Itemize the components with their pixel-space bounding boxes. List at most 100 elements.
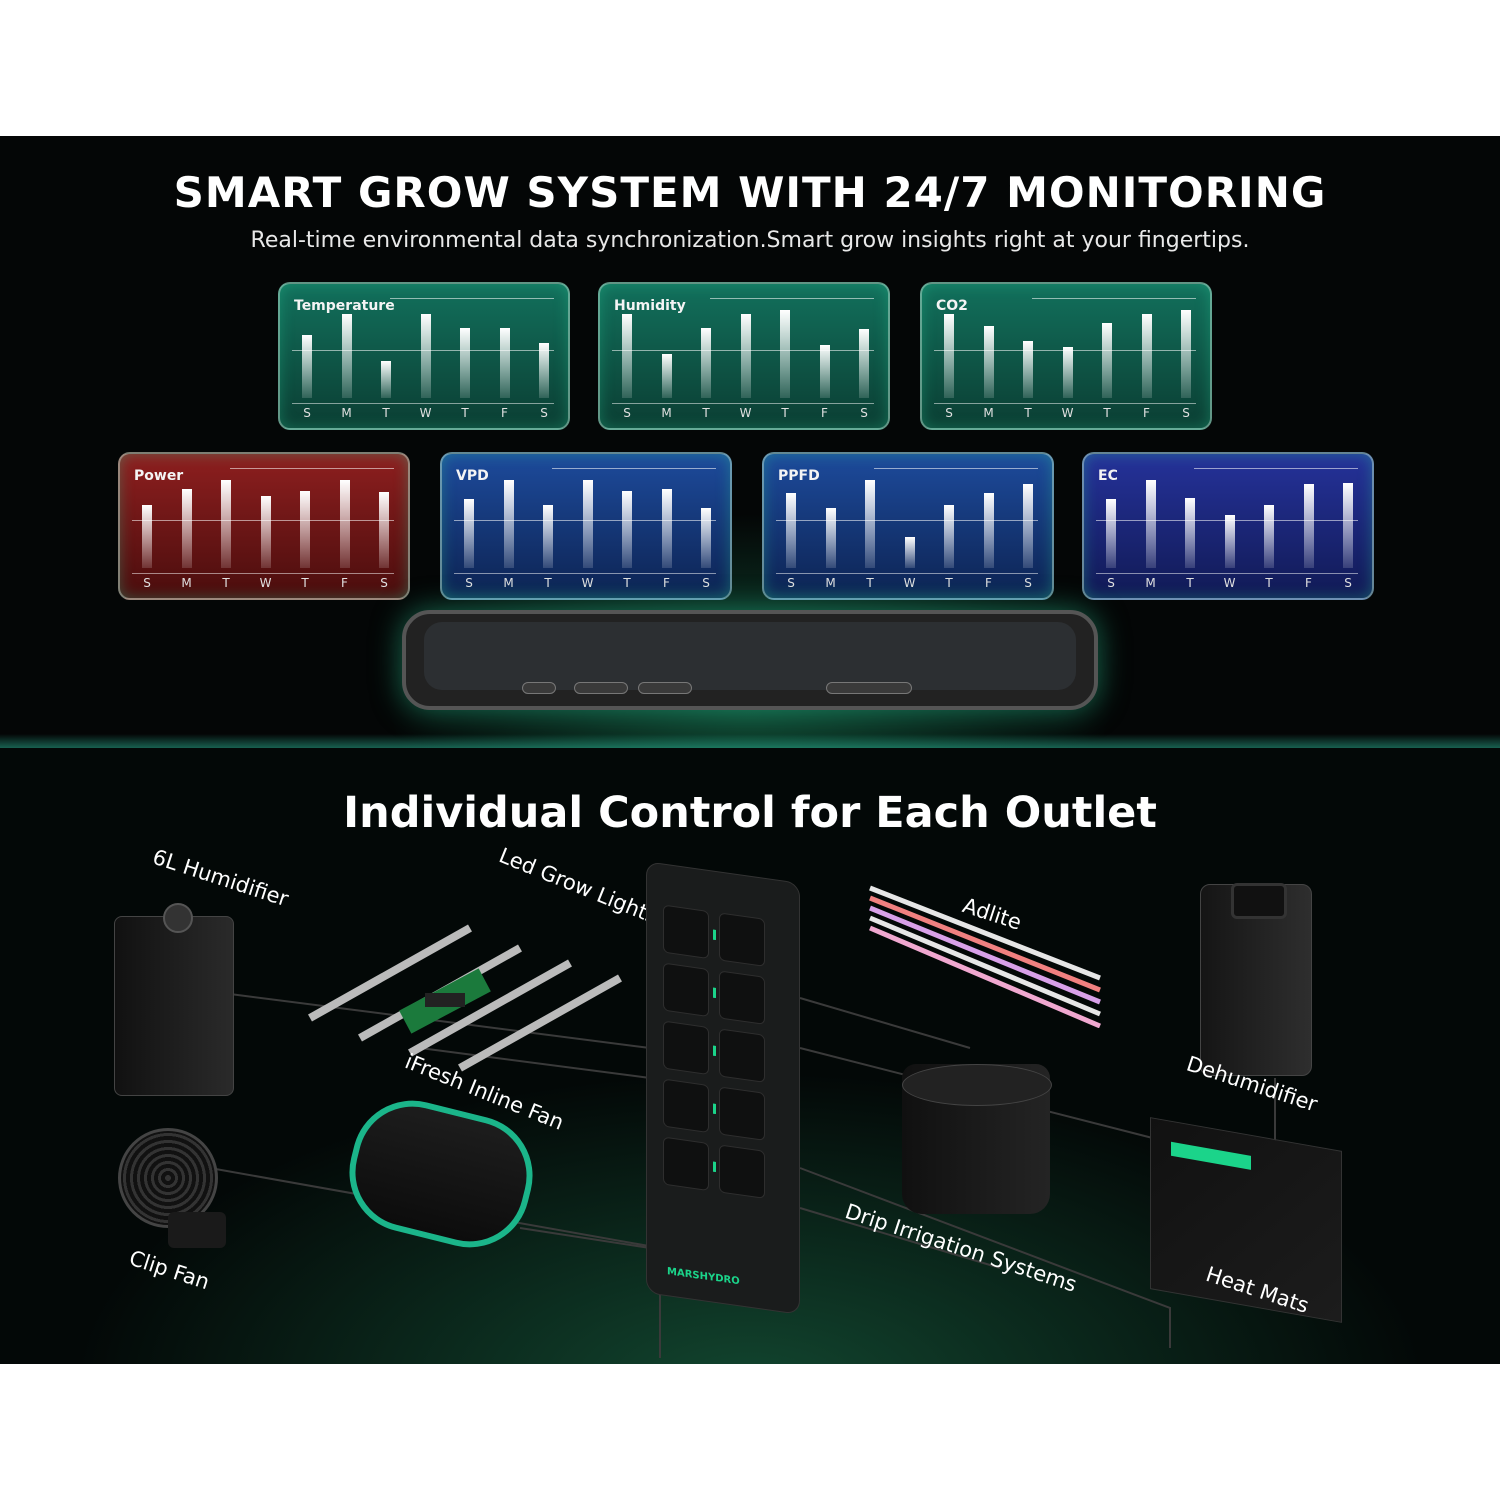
bar xyxy=(379,492,389,568)
outlet-led xyxy=(713,1103,716,1115)
tick-label: S xyxy=(1107,576,1115,590)
tick-label: M xyxy=(825,576,836,590)
outlet-led xyxy=(713,987,716,999)
app-screen xyxy=(424,622,1076,690)
gridline xyxy=(292,403,554,404)
tick-label: S xyxy=(303,406,311,420)
bar xyxy=(983,326,994,398)
tick-label: S xyxy=(623,406,631,420)
tick-label: S xyxy=(1344,576,1352,590)
adlite-device xyxy=(869,885,1101,1028)
tick-label: M xyxy=(181,576,192,590)
tick-label: M xyxy=(341,406,352,420)
tick-label: S xyxy=(1182,406,1190,420)
outlet-socket xyxy=(663,904,709,960)
gridline xyxy=(776,520,1038,521)
tick-label: W xyxy=(581,576,594,590)
bar xyxy=(341,314,352,398)
monitoring-subtitle: Real-time environmental data synchroniza… xyxy=(250,228,1250,253)
bar xyxy=(302,335,312,398)
heat-mat-logo xyxy=(1171,1141,1251,1170)
bar xyxy=(1062,347,1073,398)
bar xyxy=(825,508,836,568)
bar xyxy=(740,314,751,398)
chart-title: Power xyxy=(134,468,184,484)
phone-button xyxy=(522,682,556,694)
chart-title: Temperature xyxy=(294,298,395,314)
drip-irrigation-device xyxy=(902,1064,1052,1214)
bar xyxy=(142,505,152,568)
outlet-socket xyxy=(663,1020,709,1076)
tick-label: F xyxy=(1143,406,1150,420)
tick-label: T xyxy=(222,576,230,590)
tick-label: M xyxy=(661,406,672,420)
dehumidifier-device xyxy=(1200,883,1312,1076)
bar xyxy=(582,480,593,568)
tick-label: T xyxy=(866,576,874,590)
chart-title: PPFD xyxy=(778,468,820,484)
grow-light-device xyxy=(308,924,622,1072)
tick-label: T xyxy=(1186,576,1194,590)
phone-button xyxy=(826,682,912,694)
dehumidifier-handle xyxy=(1231,883,1287,919)
brand-logo: MARSHYDRO xyxy=(667,1266,740,1288)
bar xyxy=(1102,323,1112,398)
chart-title: Humidity xyxy=(614,298,686,314)
tick-label: S xyxy=(540,406,548,420)
tick-label: M xyxy=(983,406,994,420)
outlet-socket xyxy=(663,962,709,1018)
bar xyxy=(503,480,514,568)
bar xyxy=(701,508,711,568)
bar xyxy=(1181,310,1191,398)
bar xyxy=(464,499,474,568)
chart-title: EC xyxy=(1098,468,1118,484)
bar xyxy=(701,328,711,398)
header-line xyxy=(230,468,394,469)
tick-label: W xyxy=(739,406,752,420)
gridline xyxy=(132,573,394,574)
bar xyxy=(819,345,830,398)
tick-label: T xyxy=(781,406,789,420)
gridline xyxy=(454,573,716,574)
bar xyxy=(661,489,672,568)
tick-label: F xyxy=(501,406,508,420)
tick-label: S xyxy=(1024,576,1032,590)
tick-label: S xyxy=(860,406,868,420)
monitoring-title: SMART GROW SYSTEM WITH 24/7 MONITORING xyxy=(173,168,1327,217)
bar xyxy=(543,505,553,568)
tick-label: F xyxy=(341,576,348,590)
gridline xyxy=(934,403,1196,404)
tick-label: T xyxy=(301,576,309,590)
tick-label: S xyxy=(787,576,795,590)
tick-label: T xyxy=(1265,576,1273,590)
bar xyxy=(622,491,632,568)
bar xyxy=(1303,484,1314,568)
tick-label: S xyxy=(702,576,710,590)
bar xyxy=(260,496,271,568)
header-line xyxy=(1194,468,1358,469)
bar xyxy=(983,493,994,568)
tick-label: W xyxy=(1061,406,1074,420)
tick-label: S xyxy=(380,576,388,590)
chart-title: CO2 xyxy=(936,298,968,314)
header-line xyxy=(874,468,1038,469)
humidifier-nozzle xyxy=(163,903,193,933)
tick-label: F xyxy=(1305,576,1312,590)
tick-label: T xyxy=(461,406,469,420)
smartphone xyxy=(402,610,1098,710)
bar xyxy=(460,328,470,398)
bar xyxy=(1264,505,1274,568)
bar xyxy=(539,343,549,398)
tick-label: F xyxy=(985,576,992,590)
tick-label: T xyxy=(945,576,953,590)
outlet-socket xyxy=(719,970,765,1025)
bar xyxy=(1224,515,1235,568)
phone-button xyxy=(638,682,692,694)
phone-button xyxy=(574,682,628,694)
bar xyxy=(181,489,192,568)
